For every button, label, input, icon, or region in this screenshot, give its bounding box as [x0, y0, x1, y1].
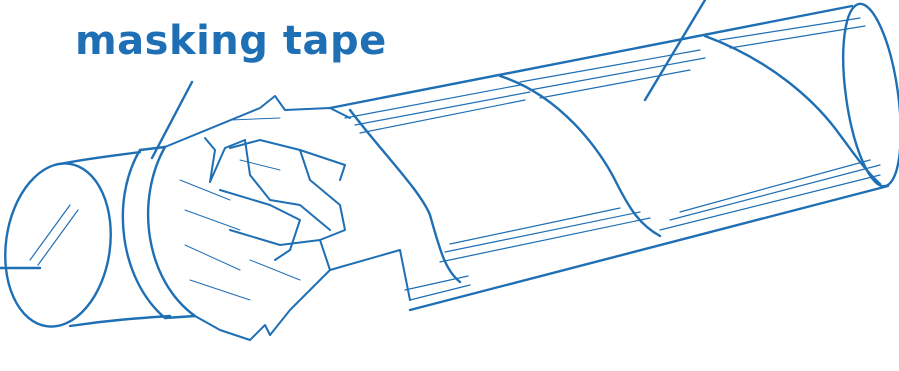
tape-band-top	[140, 147, 165, 150]
lens-shine	[30, 205, 78, 265]
tape-band-left	[123, 150, 165, 318]
tube-bottom-hatching	[405, 160, 880, 300]
seam-1	[350, 110, 460, 282]
masking-tape-label: masking tape	[75, 18, 387, 64]
inner-cylinder-bottom	[70, 316, 170, 326]
tape-band-right	[148, 147, 195, 316]
seam-3	[705, 36, 880, 184]
tube-top-hatching	[345, 18, 865, 133]
paper-petals	[165, 96, 410, 340]
tube-pointer	[645, 0, 705, 100]
lens-ellipse	[0, 157, 121, 334]
tube-bottom-edge	[410, 186, 888, 310]
tube-top-edge	[330, 6, 852, 108]
inner-cylinder-top	[60, 152, 140, 164]
masking-tape-pointer	[152, 82, 192, 158]
